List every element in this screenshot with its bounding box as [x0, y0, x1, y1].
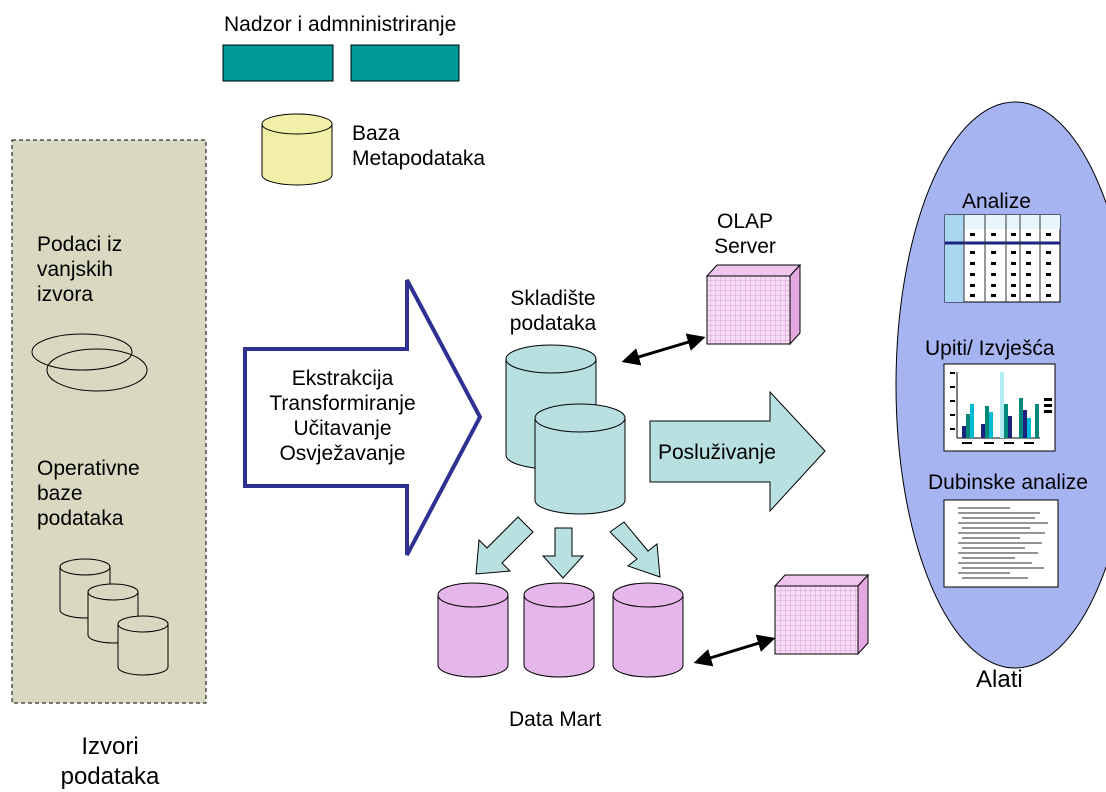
double-arrow-icon-bottom	[693, 634, 776, 667]
spreadsheet-icon	[944, 214, 1061, 303]
datamart-label: Data Mart	[509, 708, 602, 731]
serving-arrow	[649, 390, 826, 513]
external-sources-label: Podaci iz vanjskih izvora	[37, 233, 123, 306]
overlapping-ellipses-icon	[31, 333, 148, 392]
cube-icon-bottom	[773, 573, 870, 656]
operational-db-label: Operativne baze podataka	[37, 457, 140, 530]
etl-arrow	[243, 279, 483, 556]
metadata-db-icon	[261, 113, 333, 186]
text-report-icon	[943, 499, 1059, 588]
tools-footer-label: Alati	[976, 666, 1023, 693]
etl-label: Ekstrakcija Transformiranje Učitavanje O…	[269, 367, 416, 465]
cube-icon	[705, 263, 802, 346]
down-arrows	[475, 516, 661, 579]
analize-label: Analize	[962, 190, 1031, 213]
serving-label: Posluživanje	[658, 441, 776, 464]
sources-footer-label: Izvori podataka	[60, 733, 160, 790]
datamart-db-icon	[437, 582, 684, 678]
olap-label: OLAP Server	[714, 210, 776, 258]
double-arrow-icon	[621, 333, 706, 366]
dubinske-label: Dubinske analize	[928, 471, 1088, 494]
upiti-label: Upiti/ Izvješća	[925, 337, 1055, 360]
metadata-label: Baza Metapodataka	[352, 122, 486, 170]
admin-box-left	[222, 44, 334, 82]
warehouse-db-icon	[505, 344, 626, 515]
bar-chart-icon	[943, 363, 1056, 452]
operational-db-icon	[59, 558, 169, 676]
warehouse-label: Skladište podataka	[509, 287, 597, 335]
admin-label: Nadzor i admninistriranje	[224, 13, 457, 36]
admin-box-right	[350, 44, 460, 82]
